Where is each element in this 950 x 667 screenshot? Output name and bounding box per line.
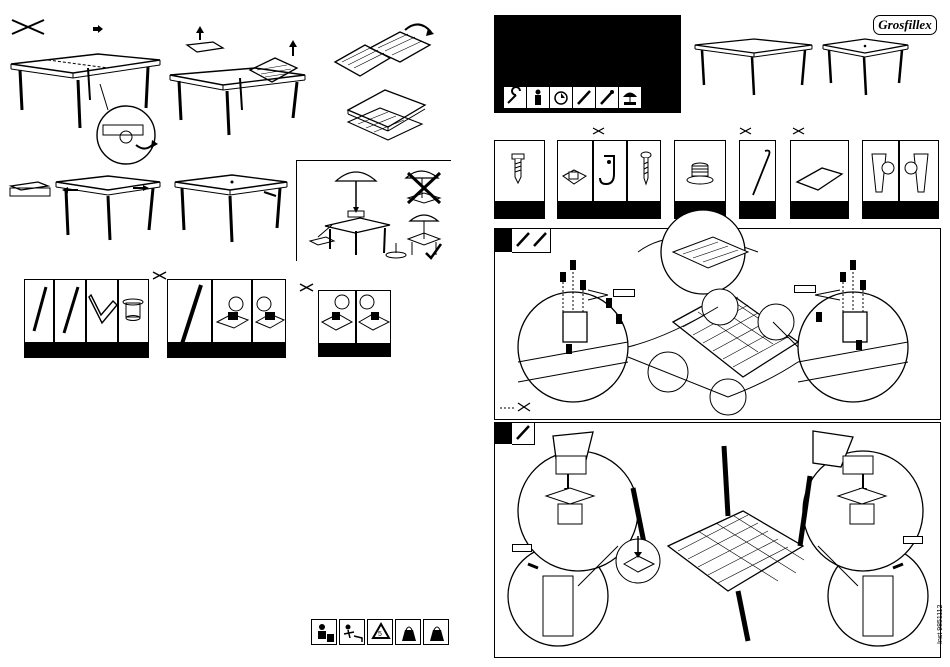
wrench-icon [503,86,527,109]
callout-label [613,289,635,297]
illustration-extend-table [8,40,168,165]
panel-icon [794,162,846,194]
bag-icon [395,619,421,645]
illustration-step-2 [498,426,938,656]
reference-code: Inst 9851112 [937,605,944,644]
illustration-insert-leaf [8,170,168,242]
cap-icon [121,296,147,326]
recycle-icons-row: 5 [311,619,449,645]
rod-icon [58,285,82,335]
illustration-umbrella [300,163,448,263]
corner-bracket-icon [88,290,116,334]
long-rod-icon [175,283,205,349]
scissors-icon [593,128,605,135]
illustration-table-long [692,35,817,100]
hook-icon [596,152,624,196]
callout-label [794,285,816,293]
person-cleaning-icon [339,619,365,645]
illustration-remove-leaf [165,30,320,140]
clip-icon [560,162,590,192]
leg-end-icon [902,150,934,195]
leg-end-icon [866,150,896,195]
illustration-step-1 [498,232,938,417]
brand-logo: Grosfillex [873,15,937,35]
callout-label [903,536,923,544]
clamp-icon [254,296,286,336]
tool-icons-row [503,86,643,107]
recycle-symbol-icon: 5 [367,619,393,645]
person-icon [526,86,550,109]
clamp-icon [214,296,250,336]
illustration-flip-leaves [330,20,445,150]
scissors-icon [12,20,46,34]
arrow-right-icon [93,25,103,33]
timer-icon [549,86,573,109]
bracket-plate-icon [320,294,354,336]
bracket-plate-icon [357,294,391,336]
umbrella-icon [618,86,642,109]
screw-icon [636,150,656,192]
scissors-icon [740,128,752,135]
foot-icon [682,160,718,190]
illustration-table-closed [172,170,292,245]
rod-icon [28,285,52,335]
recycle-person-icon [311,619,337,645]
screw-icon [508,150,528,190]
wire-icon [743,146,773,201]
scissors-icon [500,402,532,412]
scissors-icon [300,284,314,292]
screwdriver-icon [572,86,596,109]
scissors-icon [153,272,167,280]
callout-label [512,544,532,552]
svg-text:5: 5 [378,631,382,638]
bag-icon [423,619,449,645]
illustration-table-short [820,35,912,100]
screwdriver-icon [595,86,619,109]
scissors-icon [793,128,805,135]
